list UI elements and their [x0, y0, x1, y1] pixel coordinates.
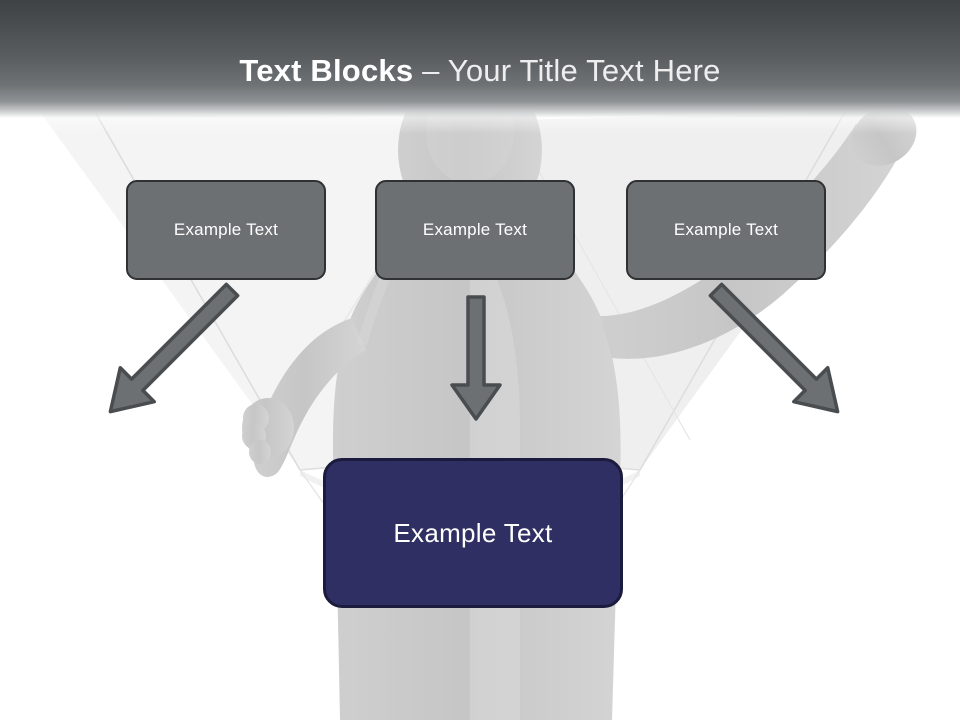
title-light-part: Your Title Text Here — [447, 53, 721, 88]
arrow-center-vertical-icon — [450, 295, 502, 421]
arrow-right-diagonal-icon — [708, 282, 840, 414]
page-title: Text Blocks – Your Title Text Here — [0, 52, 960, 90]
header-band — [0, 0, 960, 118]
text-block-3[interactable]: Example Text — [626, 180, 826, 280]
title-bold-part: Text Blocks — [239, 53, 414, 88]
result-text-block[interactable]: Example Text — [323, 458, 623, 608]
text-block-2[interactable]: Example Text — [375, 180, 575, 280]
result-text-block-label: Example Text — [393, 517, 553, 548]
arrow-left-diagonal-icon — [108, 282, 240, 414]
text-block-2-label: Example Text — [422, 220, 528, 239]
text-block-1-label: Example Text — [173, 220, 279, 239]
text-block-3-label: Example Text — [673, 220, 779, 239]
text-block-1[interactable]: Example Text — [126, 180, 326, 280]
title-separator: – — [413, 53, 448, 88]
